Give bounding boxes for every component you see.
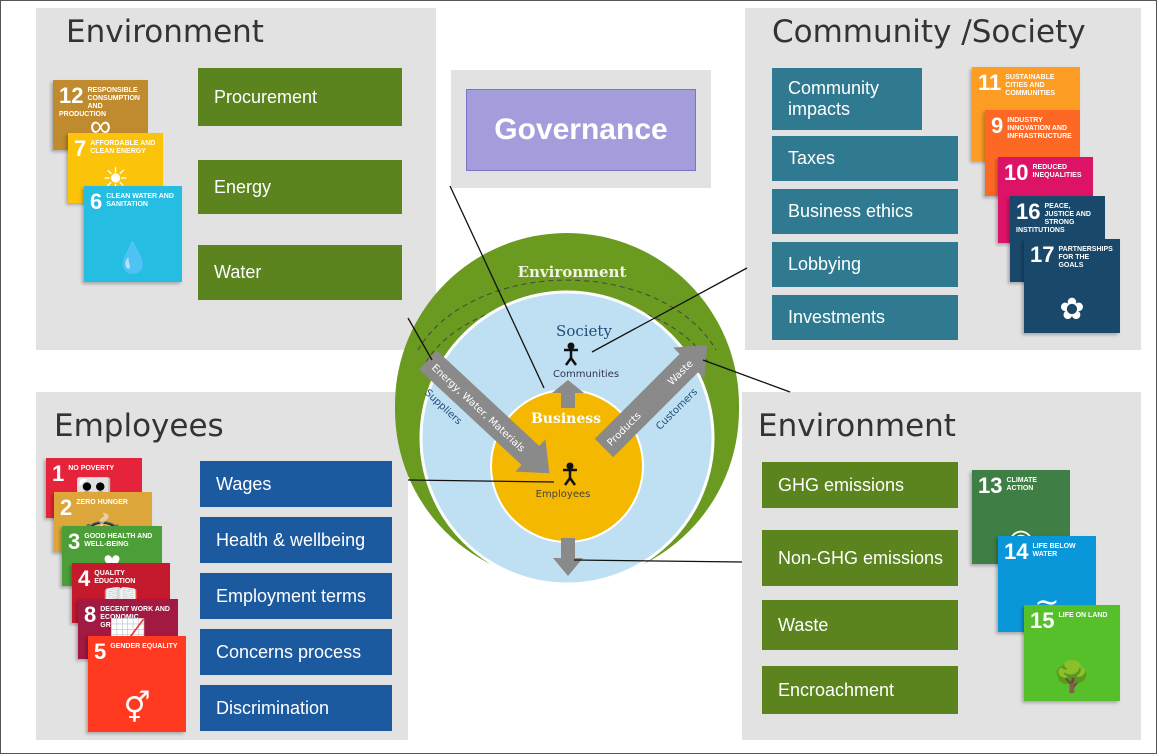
sdg-label: Industry innovation and infrastructure [1007,117,1072,140]
tree-icon: 🌳 [1053,661,1091,694]
concerns-process-box: Concerns process [200,629,392,675]
sdg-number: 12 [59,83,84,108]
waste-box: Waste [762,600,958,650]
sdg-label: Clean water and sanitation [106,193,174,208]
sdg-number: 16 [1016,199,1041,224]
sdg-label: Quality education [94,570,136,585]
health-wellbeing-box: Health & wellbeing [200,517,392,563]
community-title: Community /Society [772,14,1086,50]
sdg-number: 2 [60,495,73,520]
taxes-box: Taxes [772,136,958,181]
sdg-number: 17 [1030,242,1055,267]
environment-top-title: Environment [66,14,264,50]
sdg-number: 11 [978,70,1002,95]
sdg-label: Partnerships for the goals [1058,246,1113,269]
business-ethics-box: Business ethics [772,189,958,234]
sdg-label: Peace, justice and strong institutions [1016,203,1091,234]
sdg-number: 4 [78,566,91,591]
sdg-label: Life below water [1032,543,1076,558]
encroachment-box: Encroachment [762,666,958,714]
ghg-emissions-box: GHG emissions [762,462,958,508]
sdg-label: Affordable and clean energy [90,140,156,155]
sdg-label: No poverty [68,465,115,472]
sdg-number: 10 [1004,160,1029,185]
sdg-label: Gender equality [110,643,178,650]
lobbying-box: Lobbying [772,242,958,287]
procurement-box: Procurement [198,68,402,126]
wages-box: Wages [200,461,392,507]
discrimination-box: Discrimination [200,685,392,731]
sdg-5-tile: 5Gender equality ⚥ [88,636,186,732]
energy-box: Energy [198,160,402,214]
sdg-number: 9 [991,113,1004,138]
sdg-number: 1 [52,461,65,486]
non-ghg-emissions-box: Non-GHG emissions [762,530,958,586]
sdg-number: 3 [68,529,81,554]
sdg-label: Responsible consumption and production [59,87,140,118]
governance-box: Governance [466,89,696,171]
employment-terms-box: Employment terms [200,573,392,619]
sdg-label: Decent work and economic growth [100,606,170,629]
water-drop-icon: 💧 [114,242,152,275]
sdg-number: 6 [90,189,103,214]
community-impacts-box: Community impacts [772,68,922,130]
sdg-label: Reduced inequalities [1032,164,1082,179]
sdg-6-tile: 6Clean water and sanitation 💧 [84,186,182,282]
sdg-number: 8 [84,602,97,627]
gender-equality-icon: ⚥ [123,692,151,725]
sdg-number: 15 [1030,608,1055,633]
sdg-label: Zero hunger [76,499,128,506]
sdg-17-tile: 17Partnerships for the goals ✿ [1024,239,1120,333]
sdg-label: Sustainable cities and communities [1005,74,1056,97]
sdg-label: Good health and well-being [84,533,153,548]
sdg-number: 13 [978,473,1003,498]
sdg-15-tile: 15Life on land 🌳 [1024,605,1120,701]
water-box: Water [198,245,402,300]
sdg-label: Life on land [1058,612,1108,619]
sdg-number: 5 [94,639,107,664]
flower-icon: ✿ [1059,293,1085,326]
employees-title: Employees [54,408,224,444]
environment-bottom-title: Environment [758,408,956,444]
sdg-number: 14 [1004,539,1029,564]
investments-box: Investments [772,295,958,340]
sdg-number: 7 [74,136,87,161]
sdg-label: Climate action [1006,477,1038,492]
